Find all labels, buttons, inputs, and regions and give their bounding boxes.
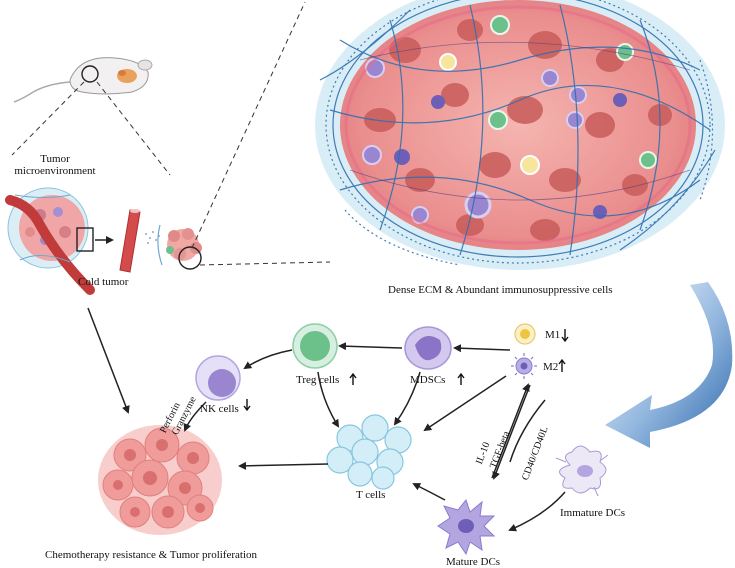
m1-cell [514,323,536,345]
interaction-arrows [87,307,566,532]
scatter-dots [145,231,160,244]
mdsc-up-arrow [457,372,465,385]
blood-vessel-icon [119,209,141,273]
label-mdscs: MDSCs [410,374,446,386]
label-m1: M1 [545,329,561,341]
nk-down-arrow [243,399,251,412]
label-cold-tumor: Cold tumor [78,276,129,288]
zoom-lines-tumor [191,1,331,266]
zoom-lines-mouse [11,81,171,176]
mdsc-cell [404,326,452,370]
m1-down-arrow [561,329,569,343]
m2-cell [511,353,537,379]
tumor-microenvironment-illustration [5,187,95,295]
t-cells-cluster [326,414,412,490]
nk-cell [195,355,241,401]
dense-ecm-tumor [315,0,725,270]
m2-up-arrow [558,358,566,372]
treg-up-arrow [349,372,357,385]
mature-dc-cell [437,498,496,556]
cytokine-double-arrow [491,383,531,480]
big-curved-arrow [605,282,733,448]
small-tumor-cluster [157,224,202,270]
mouse-illustration [13,57,153,103]
label-immature-dcs: Immature DCs [560,507,626,519]
immature-dc-cell [555,445,609,497]
label-t-cells: T cells [356,489,386,501]
treg-cell [292,323,338,369]
label-chemo-resistance: Chemotherapy resistance & Tumor prolifer… [45,549,258,561]
tumor-proliferation-cluster [98,425,222,535]
label-tumor-microenvironment: Tumor microenvironment [14,153,96,178]
label-nk-cells: NK cells [200,403,239,415]
label-m2: M2 [543,361,559,373]
label-treg-cells: Treg cells [296,374,340,386]
label-dense-ecm: Dense ECM & Abundant immunosuppressive c… [388,284,613,296]
label-mature-dcs: Mature DCs [446,556,501,568]
